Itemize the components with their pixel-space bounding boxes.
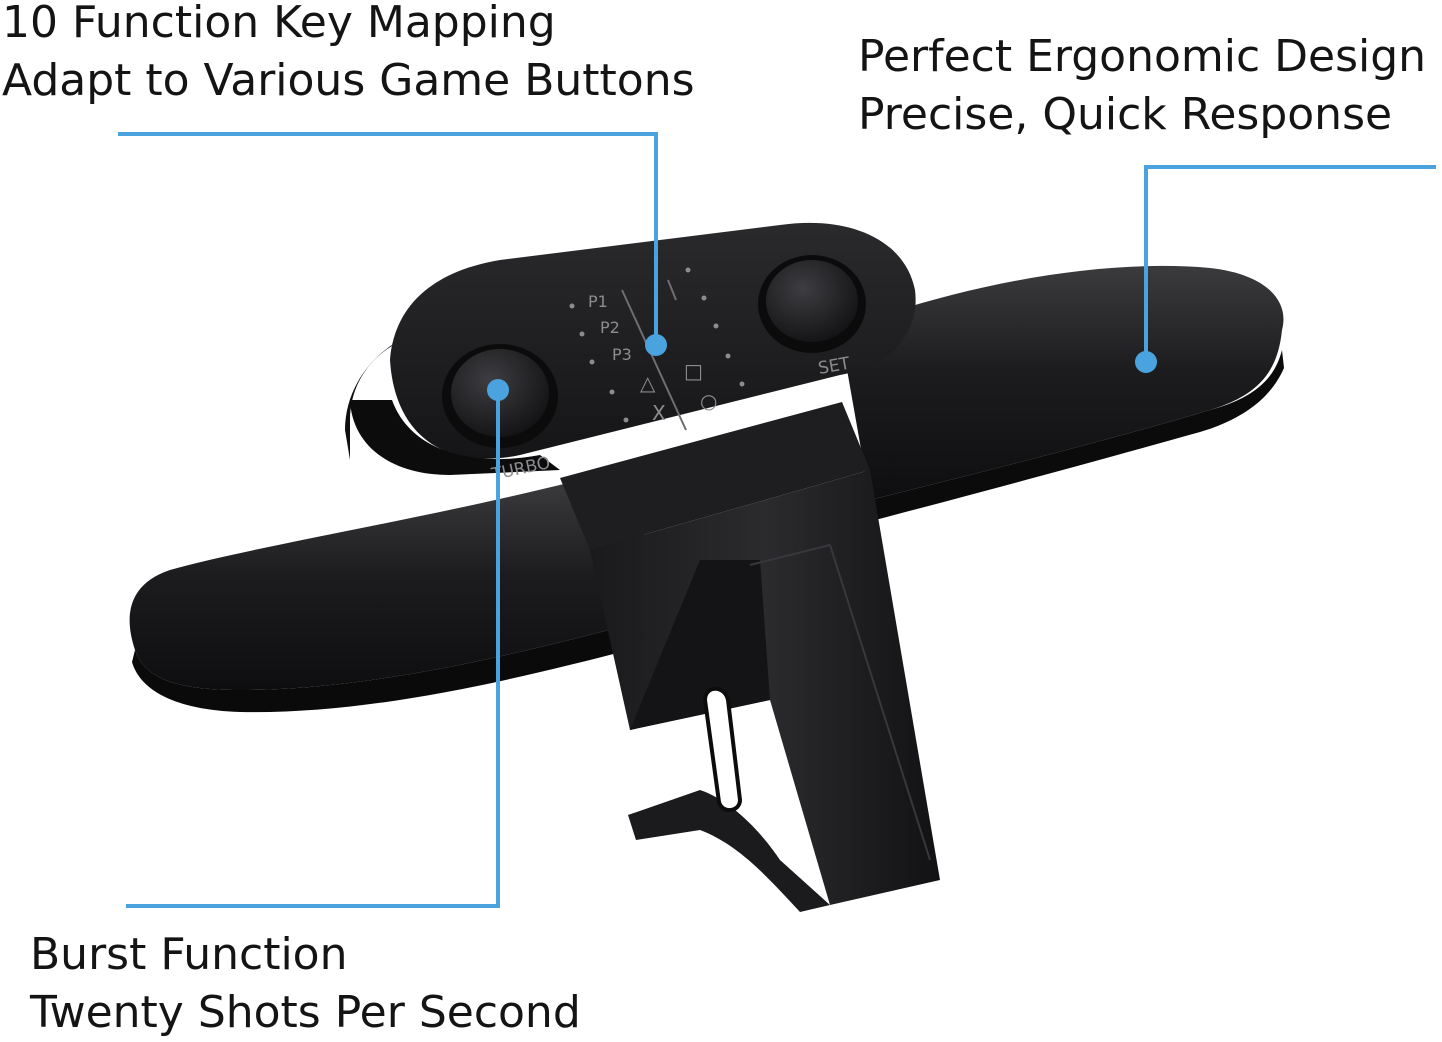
callout-ergonomic-line1: Perfect Ergonomic Design <box>858 31 1427 82</box>
mapping-label-square: □ <box>684 359 703 383</box>
mapping-divider-2 <box>667 279 677 301</box>
callout-burst: Burst Function Twenty Shots Per Second <box>30 926 581 1042</box>
callout-dot-ergonomic <box>1135 351 1157 373</box>
set-label: SET <box>817 354 853 379</box>
callout-ergonomic: Perfect Ergonomic Design Precise, Quick … <box>858 28 1426 144</box>
left-paddle <box>129 480 720 690</box>
mapping-label-p2: P2 <box>600 318 620 337</box>
callout-burst-line2: Twenty Shots Per Second <box>30 987 581 1038</box>
callout-dot-key-mapping <box>645 334 667 356</box>
callout-burst-line1: Burst Function <box>30 929 348 980</box>
housing-front <box>350 400 560 475</box>
callout-dot-burst <box>487 379 509 401</box>
mapping-label-triangle: △ <box>640 371 656 395</box>
right-paddle-edge <box>870 350 1284 520</box>
callout-key-mapping-line1: 10 Function Key Mapping <box>2 0 556 48</box>
callout-lines <box>118 132 1436 908</box>
callout-dots <box>487 334 1157 401</box>
callout-line-burst <box>126 390 500 908</box>
clip-left-leg <box>630 560 770 730</box>
set-button <box>766 260 858 342</box>
clip-hook <box>628 790 830 912</box>
mapping-label-circle: ○ <box>700 389 717 413</box>
callout-key-mapping-line2: Adapt to Various Game Buttons <box>2 55 695 106</box>
callout-key-mapping: 10 Function Key Mapping Adapt to Various… <box>2 0 695 110</box>
callout-line-ergonomic <box>1144 165 1436 362</box>
right-paddle <box>840 265 1284 500</box>
clip-slot <box>702 686 743 812</box>
mapping-label-cross: X <box>652 401 666 425</box>
mapping-label-p1: P1 <box>588 292 608 311</box>
clip-inner-edge <box>749 543 931 861</box>
left-paddle-edge <box>132 600 722 713</box>
mapping-divider <box>621 289 687 431</box>
clip-top <box>560 402 870 550</box>
mapping-label-p3: P3 <box>612 345 632 364</box>
callout-ergonomic-line2: Precise, Quick Response <box>858 89 1393 140</box>
callout-line-key-mapping <box>118 132 658 345</box>
mapping-indicators: P1 P2 P3 △ X □ ○ <box>569 267 745 431</box>
